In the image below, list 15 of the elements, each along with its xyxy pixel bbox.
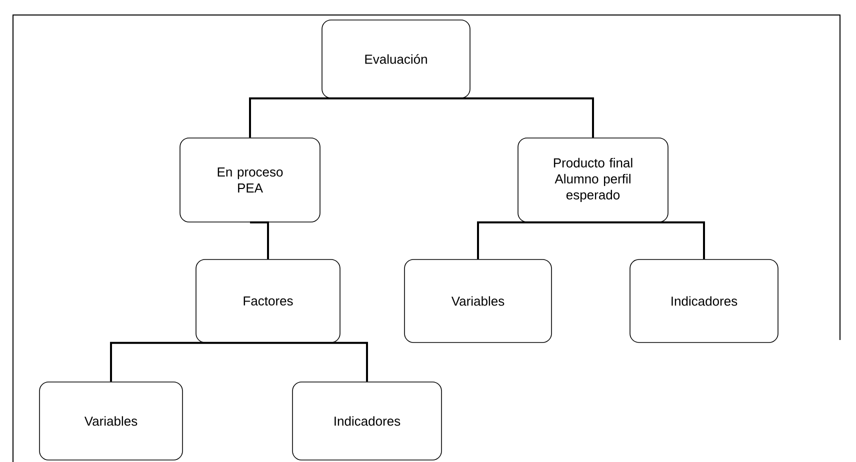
- connector: [110, 342, 268, 382]
- box: En proceso PEA: [180, 138, 320, 222]
- connector: [396, 97, 594, 138]
- box: Indicadores: [630, 259, 778, 343]
- box: Evaluación: [322, 20, 470, 98]
- box: Producto final Alumno perfil esperado: [518, 138, 668, 222]
- box: Variables: [404, 259, 552, 343]
- box: Variables: [39, 382, 183, 460]
- connector: [249, 97, 396, 138]
- box: Indicadores: [292, 382, 442, 460]
- box: Factores: [196, 259, 340, 343]
- connector: [477, 221, 593, 260]
- connector: [593, 221, 705, 260]
- connector: [250, 221, 269, 260]
- connector: [268, 342, 368, 382]
